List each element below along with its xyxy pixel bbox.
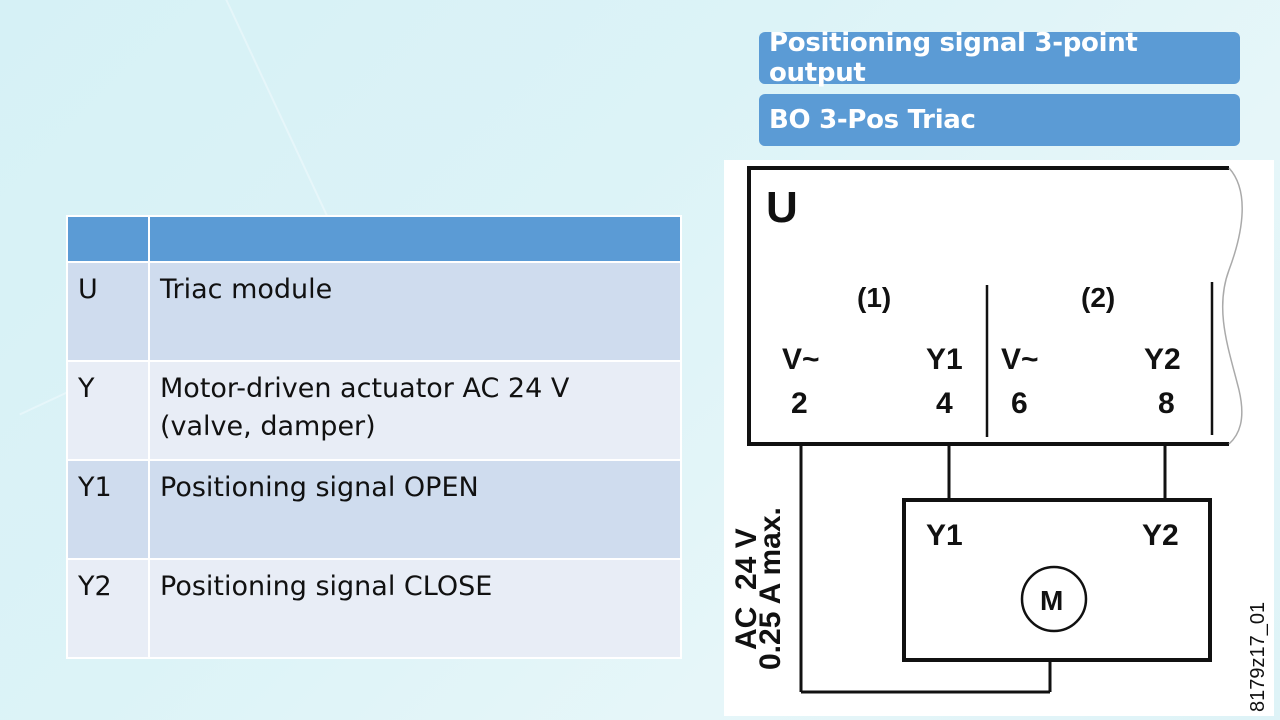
- terminal-number: 2: [791, 387, 808, 420]
- table-row: Y2 Positioning signal CLOSE: [66, 558, 682, 659]
- title-bar: Positioning signal 3-point output: [759, 28, 1240, 88]
- legend-code: Y1: [66, 459, 150, 560]
- terminal-signal: V~: [782, 343, 820, 376]
- legend-description: Positioning signal OPEN: [148, 459, 682, 560]
- module-label: U: [766, 183, 798, 232]
- supply-current-label: 0.25 A max.: [754, 507, 787, 670]
- table-row: U Triac module: [66, 261, 682, 362]
- wiring-diagram-svg: U (1) (2) V~ 2 Y1 4 V~ 6 Y2 8 Y1 Y2 M AC…: [730, 166, 1269, 712]
- table-header-row: [66, 215, 682, 263]
- legend-description: Motor-driven actuator AC 24 V (valve, da…: [148, 360, 682, 461]
- module-outline: [747, 166, 1229, 446]
- actuator-terminal: Y2: [1142, 519, 1179, 552]
- terminal-signal: Y1: [926, 343, 963, 376]
- group-label: (1): [857, 282, 891, 313]
- legend-code: U: [66, 261, 150, 362]
- figure-id: 8179z17_01: [1247, 602, 1269, 712]
- table-header-cell: [148, 215, 682, 263]
- group-label: (2): [1081, 282, 1115, 313]
- terminal-number: 8: [1158, 387, 1175, 420]
- actuator-box: [902, 498, 1212, 662]
- motor-icon: [1020, 565, 1088, 633]
- actuator-terminal: Y1: [926, 519, 963, 552]
- table-row: Y1 Positioning signal OPEN: [66, 459, 682, 560]
- terminal-number: 4: [936, 387, 953, 420]
- legend-description: Positioning signal CLOSE: [148, 558, 682, 659]
- legend-code: Y: [66, 360, 150, 461]
- motor-symbol: M: [1040, 585, 1063, 616]
- terminal-signal: V~: [1001, 343, 1039, 376]
- legend-description: Triac module: [148, 261, 682, 362]
- subtitle-bar: BO 3-Pos Triac: [759, 94, 1240, 146]
- supply-voltage-label: AC 24 V: [730, 528, 763, 650]
- table-row: Y Motor-driven actuator AC 24 V (valve, …: [66, 360, 682, 461]
- terminal-signal: Y2: [1144, 343, 1181, 376]
- wiring-diagram: U (1) (2) V~ 2 Y1 4 V~ 6 Y2 8 Y1 Y2 M AC…: [724, 160, 1274, 716]
- slide-title: Positioning signal 3-point output: [769, 28, 1138, 88]
- slide-subtitle: BO 3-Pos Triac: [769, 105, 976, 135]
- terminal-number: 6: [1011, 387, 1028, 420]
- legend-table: U Triac module Y Motor-driven actuator A…: [66, 215, 682, 659]
- legend-code: Y2: [66, 558, 150, 659]
- table-header-cell: [66, 215, 150, 263]
- module-break-line: [1221, 167, 1243, 445]
